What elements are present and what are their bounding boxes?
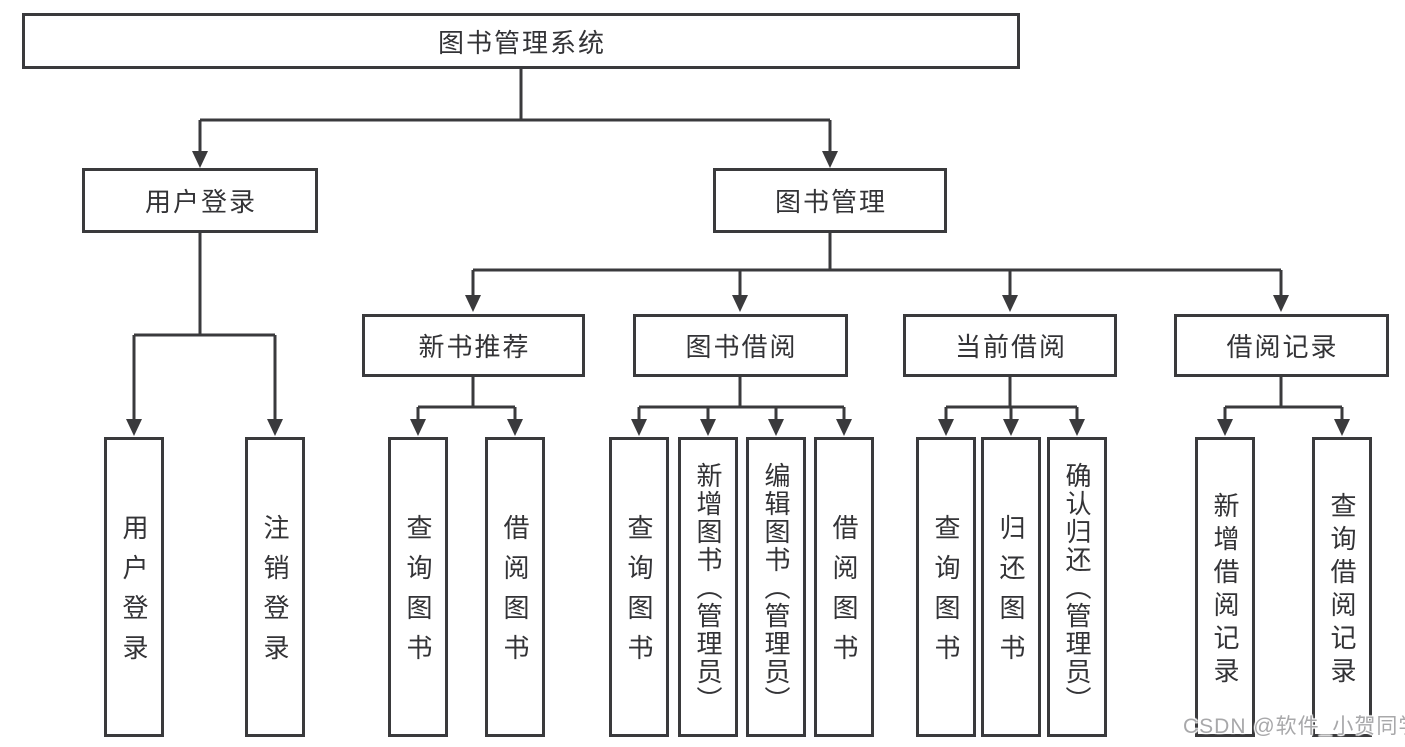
- node-new-book-recommend-label: 新书推荐: [418, 332, 531, 362]
- node-bb-edit-book-label: 编辑图书（管理员）: [761, 462, 791, 714]
- node-cb-query-book-label: 查询图书: [931, 514, 961, 674]
- node-user-login: 用户登录: [104, 437, 164, 737]
- node-root-label: 图书管理系统: [437, 27, 606, 58]
- node-cb-confirm-return-label: 确认归还（管理员）: [1062, 462, 1092, 714]
- node-current-borrow: 当前借阅: [903, 314, 1117, 377]
- node-bb-add-book: 新增图书（管理员）: [678, 437, 738, 737]
- node-cb-return-book: 归还图书: [981, 437, 1041, 737]
- arrowheads: [126, 151, 1350, 436]
- node-br-query-record-label: 查询借阅记录: [1327, 491, 1357, 690]
- node-br-query-record: 查询借阅记录: [1312, 437, 1372, 737]
- node-nb-query-book-label: 查询图书: [403, 514, 433, 674]
- node-br-add-record-label: 新增借阅记录: [1210, 491, 1240, 690]
- node-borrow-record: 借阅记录: [1174, 314, 1389, 377]
- node-bb-add-book-label: 新增图书（管理员）: [693, 462, 723, 714]
- csdn-watermark: CSDN @软件_小贺同学: [1183, 715, 1405, 738]
- node-nb-query-book: 查询图书: [388, 437, 448, 737]
- node-book-management: 图书管理: [713, 168, 947, 233]
- node-logout-label: 注销登录: [260, 514, 290, 674]
- node-bb-borrow-book-label: 借阅图书: [829, 514, 859, 674]
- node-book-management-label: 图书管理: [774, 187, 887, 217]
- node-br-add-record: 新增借阅记录: [1195, 437, 1255, 737]
- node-nb-borrow-book-label: 借阅图书: [500, 514, 530, 674]
- node-bb-query-book-label: 查询图书: [624, 514, 654, 674]
- node-current-borrow-label: 当前借阅: [954, 332, 1067, 362]
- node-cb-confirm-return: 确认归还（管理员）: [1047, 437, 1107, 737]
- node-bb-borrow-book: 借阅图书: [814, 437, 874, 737]
- node-cb-return-book-label: 归还图书: [996, 514, 1026, 674]
- node-new-book-recommend: 新书推荐: [362, 314, 585, 377]
- node-borrow-record-label: 借阅记录: [1226, 332, 1339, 362]
- node-nb-borrow-book: 借阅图书: [485, 437, 545, 737]
- node-bb-edit-book: 编辑图书（管理员）: [746, 437, 806, 737]
- node-user-login-label: 用户登录: [119, 514, 149, 674]
- node-cb-query-book: 查询图书: [916, 437, 976, 737]
- node-user-login-group-label: 用户登录: [144, 187, 257, 217]
- node-book-borrow: 图书借阅: [633, 314, 848, 377]
- node-root: 图书管理系统: [22, 13, 1020, 69]
- node-user-login-group: 用户登录: [82, 168, 318, 233]
- node-book-borrow-label: 图书借阅: [685, 332, 798, 362]
- node-logout: 注销登录: [245, 437, 305, 737]
- node-bb-query-book: 查询图书: [609, 437, 669, 737]
